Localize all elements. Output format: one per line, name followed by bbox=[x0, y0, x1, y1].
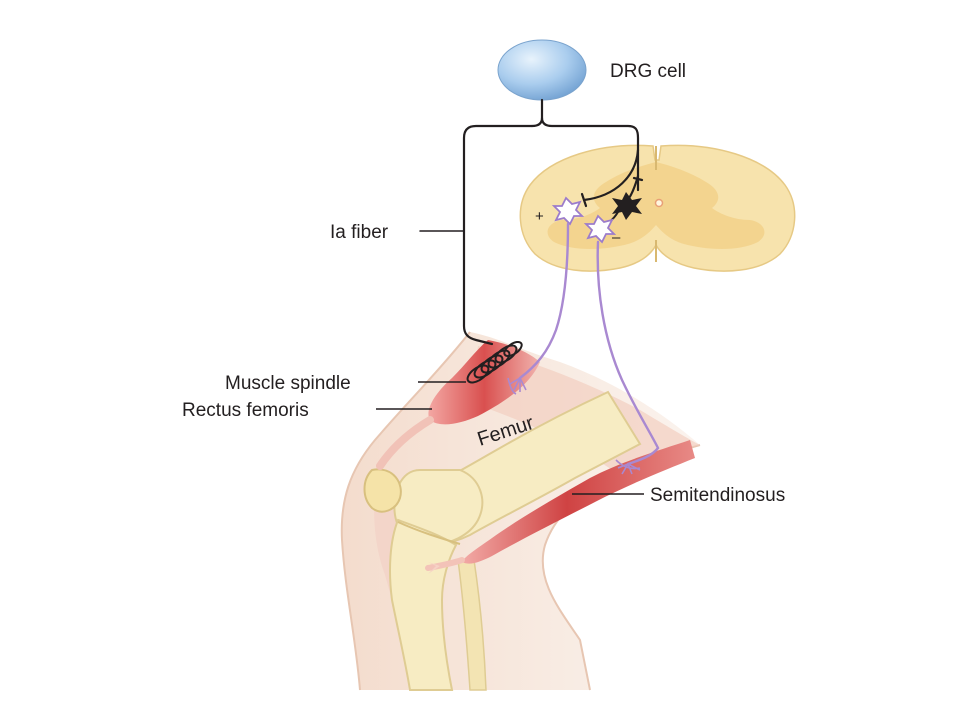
excitatory-sign: + bbox=[535, 208, 544, 225]
rectus-motor-axon bbox=[518, 222, 570, 380]
knee-joint-line bbox=[397, 521, 461, 545]
spindle-coil-1 bbox=[466, 364, 490, 384]
rectus-endplate bbox=[507, 377, 527, 395]
semitendinosus-motor-axon bbox=[596, 240, 660, 466]
motor-endplates bbox=[507, 377, 641, 475]
semitendinosus-motor-neuron bbox=[583, 214, 617, 244]
muscles bbox=[376, 340, 695, 574]
drg-cell-label: DRG cell bbox=[610, 61, 686, 82]
semitendinosus-muscle bbox=[462, 440, 695, 564]
skin-outline-front bbox=[340, 331, 471, 691]
tendon-insertion bbox=[428, 562, 440, 574]
muscle-spindle-label: Muscle spindle bbox=[225, 373, 351, 394]
ia-peripheral-axon bbox=[462, 124, 534, 346]
spindle-coil-4 bbox=[487, 349, 511, 369]
drg-stem bbox=[530, 98, 544, 128]
inhibitory-sign: – bbox=[612, 229, 621, 246]
ia-branch-to-motor-neuron bbox=[582, 148, 640, 202]
central-canal bbox=[654, 198, 664, 208]
spindle-coil-3 bbox=[480, 354, 504, 374]
muscle-spindle bbox=[466, 340, 523, 384]
patella bbox=[363, 468, 402, 513]
inhibitory-interneuron bbox=[612, 192, 642, 220]
motor-axons bbox=[518, 222, 660, 466]
ia-central-axon bbox=[540, 116, 640, 192]
semitendinosus-label: Semitendinosus bbox=[650, 485, 785, 506]
fibula-bone bbox=[457, 559, 487, 691]
tibia-bone bbox=[389, 518, 458, 691]
synapse-terminal-2 bbox=[632, 176, 644, 182]
quadriceps-tendon bbox=[376, 416, 434, 470]
semitendinosus-tendon bbox=[425, 557, 465, 571]
leader-lines bbox=[376, 381, 644, 495]
spindle-coil-2 bbox=[473, 359, 497, 379]
rectus-femoris-label: Rectus femoris bbox=[182, 400, 309, 421]
spinal-neurons: + – bbox=[535, 192, 642, 246]
rectus-motor-neuron bbox=[551, 196, 585, 226]
spindle-coil-6 bbox=[503, 340, 523, 358]
ia-fiber-pathway bbox=[419, 98, 644, 346]
semitendinosus-endplate bbox=[615, 459, 641, 475]
rectus-femoris-muscle bbox=[428, 340, 540, 425]
drg-cell-body bbox=[497, 39, 587, 101]
ia-fiber-label: Ia fiber bbox=[330, 222, 389, 243]
bones bbox=[363, 390, 642, 691]
synapse-terminal-1 bbox=[580, 192, 588, 208]
drg-cell: DRG cell bbox=[497, 39, 686, 101]
spindle-coil-5 bbox=[494, 344, 518, 364]
